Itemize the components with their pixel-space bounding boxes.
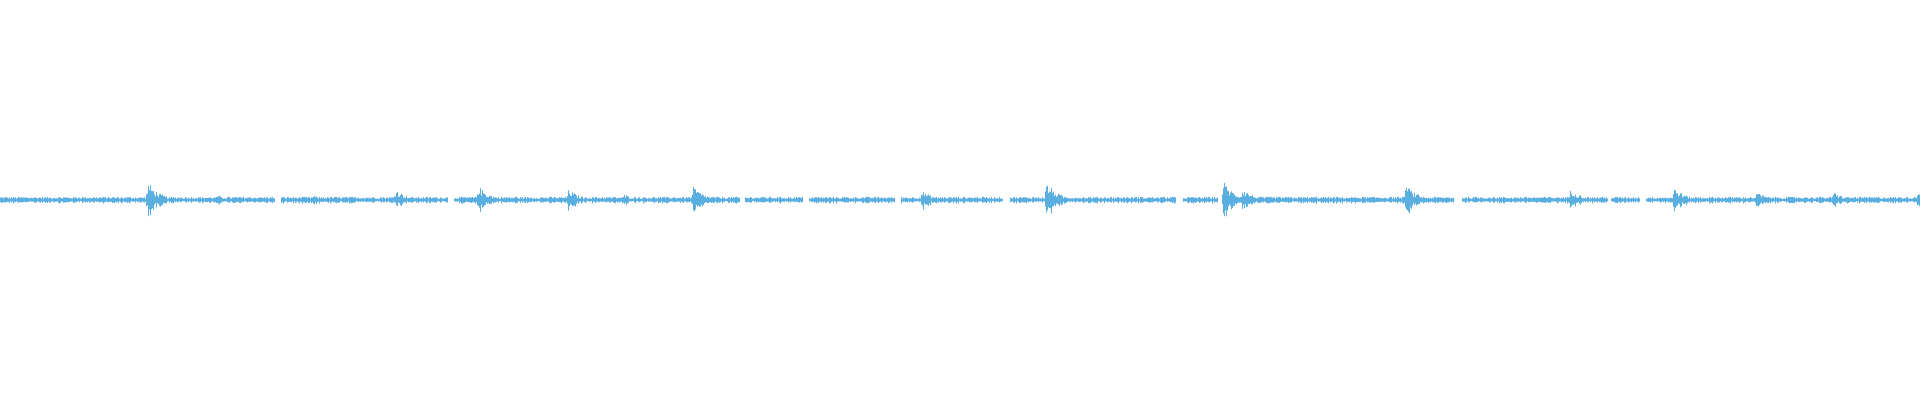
waveform-amplitude-path <box>0 183 1920 217</box>
waveform-trace <box>0 183 1920 217</box>
